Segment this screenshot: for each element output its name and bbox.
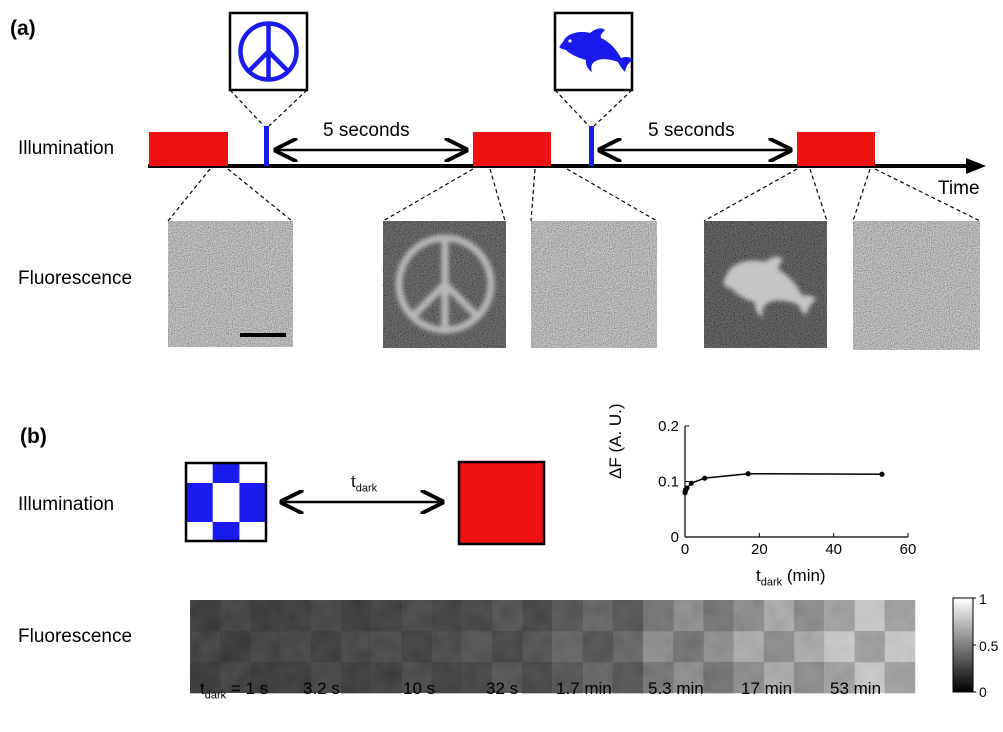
chart-xlabel-main: t <box>756 566 761 585</box>
filmstrip-frame <box>643 600 735 694</box>
fluorescence-image-1 <box>168 221 293 347</box>
panel-b-fluorescence-label: Fluorescence <box>18 626 133 647</box>
scale-bar <box>240 333 286 337</box>
panel-b-label: (b) <box>20 425 47 448</box>
tdark-first-value: = 1 s <box>230 679 269 698</box>
red-square-pattern <box>457 460 546 546</box>
red-pulse-2 <box>473 132 551 166</box>
panel-a-illumination-label: Illumination <box>18 138 115 159</box>
tdark-subscript: dark <box>355 482 378 495</box>
colorbar-tick-label: 0 <box>979 684 987 700</box>
tdark-subscript: dark <box>204 689 227 702</box>
tdark-label: 10 s <box>403 679 436 698</box>
colorbar-tick-label: 1 <box>979 591 987 607</box>
panel-a-fluorescence-label: Fluorescence <box>18 268 133 289</box>
red-pulse-1 <box>149 132 228 166</box>
filmstrip-frame <box>733 600 825 694</box>
checkerboard-pattern <box>184 461 268 543</box>
tdark-label: 1.7 min <box>556 679 612 698</box>
fluorescence-filmstrip <box>190 600 916 694</box>
tdark-label: 17 min <box>741 679 793 698</box>
filmstrip-frame <box>824 600 916 694</box>
chart-x-tick-label: 0 <box>681 541 689 558</box>
chart-data-point <box>702 475 708 481</box>
fluorescence-image-5 <box>853 221 980 350</box>
chart-x-tick-label: 60 <box>900 541 917 558</box>
tdark-label: 3.2 s <box>303 679 340 698</box>
chart-y-tick-label: 0.2 <box>658 418 679 435</box>
peace-symbol-icon <box>238 21 299 82</box>
tdark-label-first: tdark = 1 s <box>200 679 268 701</box>
filmstrip-frame <box>280 600 372 694</box>
dolphin-icon <box>559 28 633 72</box>
filmstrip-frame <box>371 600 463 694</box>
chart-series-line <box>684 472 882 493</box>
tdark-symbol: t <box>200 679 205 698</box>
interval-label-1: 5 seconds <box>323 120 410 141</box>
tdark-chart: 0 20 40 60 0 0.1 0.2 <box>658 418 916 558</box>
chart-data-point <box>745 471 751 477</box>
blue-pulse-1 <box>264 126 269 166</box>
tdark-label: 53 min <box>830 679 882 698</box>
panel-b-illumination-label: Illumination <box>18 494 115 515</box>
colorbar <box>952 597 976 693</box>
chart-data-point <box>688 480 694 486</box>
red-pulse-3 <box>797 132 875 166</box>
tdark-symbol: t <box>351 472 356 491</box>
chart-y-tick-label: 0 <box>671 529 679 546</box>
fluorescence-image-peace <box>383 221 506 348</box>
chart-xlabel-sub: dark <box>760 576 783 589</box>
dolphin-pattern-box <box>553 11 634 127</box>
image-connectors <box>167 168 981 222</box>
filmstrip-frame <box>190 600 282 694</box>
tdark-label: 5.3 min <box>648 679 704 698</box>
chart-xlabel-unit: (min) <box>786 566 826 585</box>
filmstrip-frame <box>461 600 553 694</box>
fluorescence-image-dolphin <box>704 221 827 348</box>
chart-y-tick-label: 0.1 <box>658 474 679 491</box>
chart-xlabel: tdark (min) <box>756 566 826 588</box>
colorbar-tick-label: 0.5 <box>979 638 999 654</box>
time-axis-label: Time <box>938 178 980 199</box>
fluorescence-image-3 <box>531 221 657 348</box>
chart-data-point <box>684 485 690 491</box>
tdark-label: 32 s <box>486 679 519 698</box>
blue-pulse-2 <box>589 126 594 166</box>
chart-x-tick-label: 40 <box>825 541 842 558</box>
filmstrip-frame <box>552 600 644 694</box>
chart-x-tick-label: 20 <box>751 541 768 558</box>
tdark-arrow-label: tdark <box>351 472 377 494</box>
chart-data-point <box>879 471 885 477</box>
interval-label-2: 5 seconds <box>648 120 735 141</box>
peace-pattern-box <box>228 11 309 127</box>
chart-ylabel: ΔF (A. U.) <box>606 403 625 479</box>
panel-a-label: (a) <box>10 17 36 40</box>
